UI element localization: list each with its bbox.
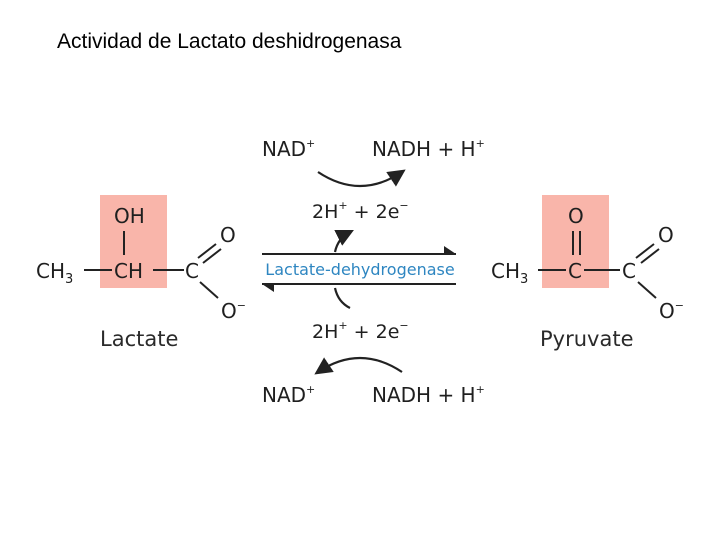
top-nadh-label: NADH + H+ (372, 137, 485, 161)
forward-reaction-head (444, 246, 456, 254)
pyruvate-o-bottom: O− (659, 299, 684, 323)
pyruvate-ketone-highlight (542, 195, 609, 288)
lactate-single-bond-o (199, 281, 219, 299)
enzyme-label: Lactate-dehydrogenase (265, 260, 454, 279)
lactate-double-bond-1 (197, 243, 217, 259)
bottom-protons-electrons: 2H+ + 2e− (312, 319, 409, 343)
lactate-oh: OH (114, 204, 145, 228)
lactate-ch: CH (114, 259, 143, 283)
bottom-nad-label: NAD+ (262, 383, 315, 407)
lactate-name: Lactate (100, 327, 178, 351)
pyruvate-c: C (622, 259, 636, 283)
bottom-proton-arrow (333, 287, 351, 309)
pyruvate-ch3: CH3 (491, 259, 528, 287)
top-protons-electrons: 2H+ + 2e− (312, 199, 409, 223)
pyruvate-single-bond-o (637, 281, 657, 299)
lactate-o-top: O (220, 223, 236, 247)
bottom-nadh-label: NADH + H+ (372, 383, 485, 407)
reverse-reaction-head (262, 284, 274, 292)
top-proton-arrow (333, 230, 354, 253)
pyruvate-c-mid: C (568, 259, 582, 283)
lactate-c: C (185, 259, 199, 283)
slide-title: Actividad de Lactato deshidrogenasa (57, 30, 402, 53)
lactate-o-bottom: O− (221, 299, 246, 323)
lactate-hydroxyl-highlight (100, 195, 167, 288)
bottom-cofactor-arrow (314, 356, 403, 375)
pyruvate-double-bond-1 (635, 243, 655, 259)
pyruvate-name: Pyruvate (540, 327, 634, 351)
top-cofactor-arrow (317, 169, 406, 188)
pyruvate-o-top: O (658, 223, 674, 247)
top-nad-label: NAD+ (262, 137, 315, 161)
pyruvate-double-bond-2 (640, 248, 660, 264)
pyruvate-ketone-o: O (568, 204, 584, 228)
lactate-ch3: CH3 (36, 259, 73, 287)
lactate-double-bond-2 (202, 248, 222, 264)
